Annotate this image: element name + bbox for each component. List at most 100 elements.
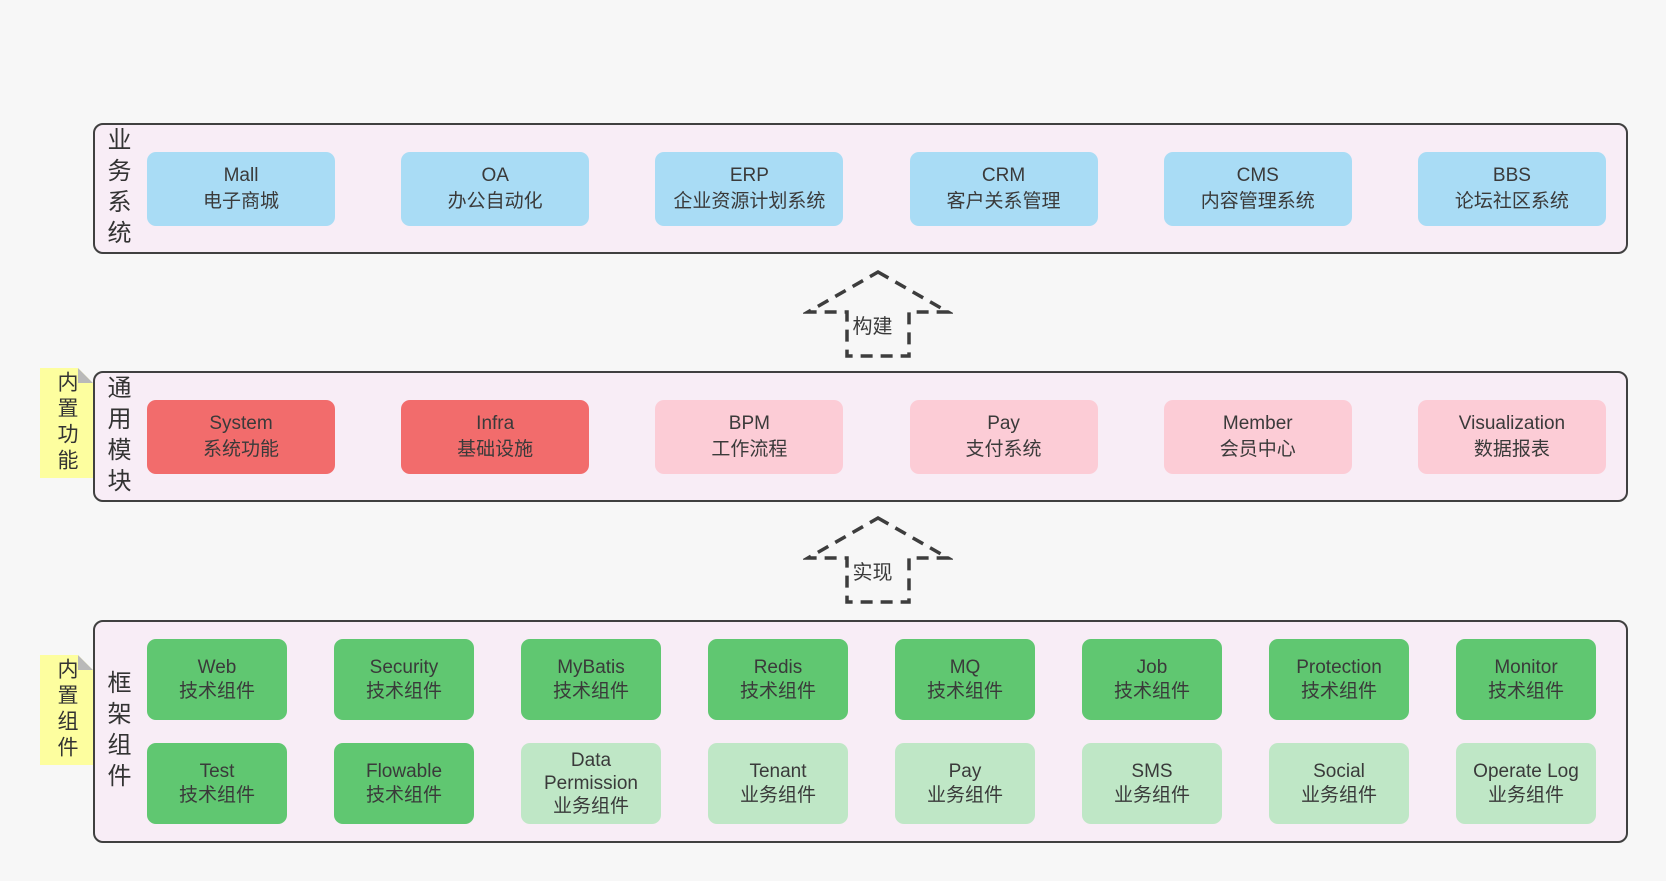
box-mq: MQ 技术组件 xyxy=(895,639,1035,720)
box-title: Pay xyxy=(948,761,982,783)
box-title: MyBatis xyxy=(557,657,625,679)
arrow-build-label: 构建 xyxy=(849,314,896,340)
layer-label-common: 通用模块 xyxy=(103,374,130,499)
box-subtitle: 技术组件 xyxy=(1300,680,1377,702)
layer-business-systems: 业务系统 Mall 电子商城 OA 办公自动化 ERP 企业资源计划系统 CRM… xyxy=(93,123,1628,254)
box-title: Infra xyxy=(476,412,515,434)
box-title: System xyxy=(209,412,273,434)
box-data-permission: Data Permission 业务组件 xyxy=(521,743,661,824)
box-title: Visualization xyxy=(1458,412,1566,434)
box-subtitle: 业务组件 xyxy=(1487,784,1564,806)
box-title: CMS xyxy=(1236,164,1279,186)
layer-common-modules: 通用模块 System 系统功能 Infra 基础设施 BPM 工作流程 Pay… xyxy=(93,371,1628,502)
box-oa: OA 办公自动化 xyxy=(401,151,590,226)
box-title: Data Permission xyxy=(544,749,638,794)
box-subtitle: 业务组件 xyxy=(1113,784,1190,806)
sticky-note-built-in-components: 内置组件 xyxy=(40,655,93,765)
box-subtitle: 技术组件 xyxy=(365,680,442,702)
common-boxes-row: System 系统功能 Infra 基础设施 BPM 工作流程 Pay 支付系统… xyxy=(147,399,1606,474)
box-operate-log: Operate Log 业务组件 xyxy=(1456,743,1596,824)
box-subtitle: 技术组件 xyxy=(365,784,442,806)
box-title: Job xyxy=(1136,657,1168,679)
box-redis: Redis 技术组件 xyxy=(708,639,848,720)
box-subtitle: 技术组件 xyxy=(1113,680,1190,702)
box-title: SMS xyxy=(1131,761,1173,783)
box-subtitle: 系统功能 xyxy=(202,438,279,460)
business-boxes-row: Mall 电子商城 OA 办公自动化 ERP 企业资源计划系统 CRM 客户关系… xyxy=(147,151,1606,226)
box-title: Flowable xyxy=(365,761,443,783)
box-subtitle: 会员中心 xyxy=(1219,438,1296,460)
box-subtitle: 办公自动化 xyxy=(447,190,543,212)
box-subtitle: 内容管理系统 xyxy=(1200,190,1315,212)
box-job: Job 技术组件 xyxy=(1082,639,1222,720)
box-mall: Mall 电子商城 xyxy=(147,151,335,226)
box-subtitle: 论坛社区系统 xyxy=(1454,190,1569,212)
note-fold-corner xyxy=(78,655,93,670)
box-crm: CRM 客户关系管理 xyxy=(909,151,1098,226)
arrow-implement: 实现 xyxy=(803,514,953,606)
box-title: MQ xyxy=(949,657,981,679)
box-title: BBS xyxy=(1492,164,1531,186)
box-bpm: BPM 工作流程 xyxy=(655,399,844,474)
box-title: Mall xyxy=(223,164,259,186)
note-fold-corner xyxy=(78,368,93,383)
box-subtitle: 基础设施 xyxy=(457,438,534,460)
framework-row-1: Web 技术组件 Security 技术组件 MyBatis 技术组件 Redi… xyxy=(147,639,1596,720)
box-social: Social 业务组件 xyxy=(1269,743,1409,824)
box-subtitle: 技术组件 xyxy=(552,680,629,702)
arrow-implement-label: 实现 xyxy=(849,560,896,586)
box-security: Security 技术组件 xyxy=(334,639,474,720)
box-subtitle: 工作流程 xyxy=(711,438,788,460)
arrow-build: 构建 xyxy=(803,268,953,360)
box-system: System 系统功能 xyxy=(147,399,335,474)
box-subtitle: 业务组件 xyxy=(739,784,816,806)
box-erp: ERP 企业资源计划系统 xyxy=(655,151,844,226)
box-title: ERP xyxy=(729,164,769,186)
box-subtitle: 技术组件 xyxy=(926,680,1003,702)
box-title: Security xyxy=(369,657,439,679)
box-title: Social xyxy=(1313,761,1365,783)
box-subtitle: 企业资源计划系统 xyxy=(673,190,826,212)
box-title: Monitor xyxy=(1494,657,1558,679)
box-protection: Protection 技术组件 xyxy=(1269,639,1409,720)
box-title: CRM xyxy=(981,164,1026,186)
box-subtitle: 业务组件 xyxy=(926,784,1003,806)
box-subtitle: 电子商城 xyxy=(202,190,279,212)
box-sms: SMS 业务组件 xyxy=(1082,743,1222,824)
box-title: Protection xyxy=(1296,657,1382,679)
box-title: Pay xyxy=(987,412,1020,434)
box-title: Tenant xyxy=(749,761,807,783)
box-cms: CMS 内容管理系统 xyxy=(1163,151,1352,226)
sticky-note-built-in-functions: 内置功能 xyxy=(40,368,93,478)
box-title: OA xyxy=(481,164,509,186)
box-flowable: Flowable 技术组件 xyxy=(334,743,474,824)
box-title: Operate Log xyxy=(1473,761,1579,783)
box-member: Member 会员中心 xyxy=(1163,399,1352,474)
note-text: 内置功能 xyxy=(55,371,78,475)
box-title: Web xyxy=(197,657,237,679)
box-mybatis: MyBatis 技术组件 xyxy=(521,639,661,720)
box-pay-component: Pay 业务组件 xyxy=(895,743,1035,824)
box-subtitle: 技术组件 xyxy=(1487,680,1564,702)
box-test: Test 技术组件 xyxy=(147,743,287,824)
up-arrow-icon xyxy=(803,515,953,604)
box-subtitle: 技术组件 xyxy=(739,680,816,702)
box-web: Web 技术组件 xyxy=(147,639,287,720)
framework-row-2: Test 技术组件 Flowable 技术组件 Data Permission … xyxy=(147,743,1596,824)
layer-label-business: 业务系统 xyxy=(103,126,130,251)
box-visualization: Visualization 数据报表 xyxy=(1417,399,1606,474)
box-monitor: Monitor 技术组件 xyxy=(1456,639,1596,720)
box-pay-system: Pay 支付系统 xyxy=(909,399,1098,474)
note-text: 内置组件 xyxy=(55,658,78,762)
box-subtitle: 客户关系管理 xyxy=(946,190,1061,212)
box-title: Redis xyxy=(753,657,803,679)
box-subtitle: 业务组件 xyxy=(552,796,629,818)
box-subtitle: 技术组件 xyxy=(178,784,255,806)
up-arrow-icon xyxy=(803,269,953,358)
box-title: Member xyxy=(1222,412,1293,434)
box-tenant: Tenant 业务组件 xyxy=(708,743,848,824)
box-subtitle: 支付系统 xyxy=(965,438,1042,460)
layer-framework-components: 框架组件 Web 技术组件 Security 技术组件 MyBatis 技术组件… xyxy=(93,620,1628,843)
box-subtitle: 数据报表 xyxy=(1473,438,1550,460)
